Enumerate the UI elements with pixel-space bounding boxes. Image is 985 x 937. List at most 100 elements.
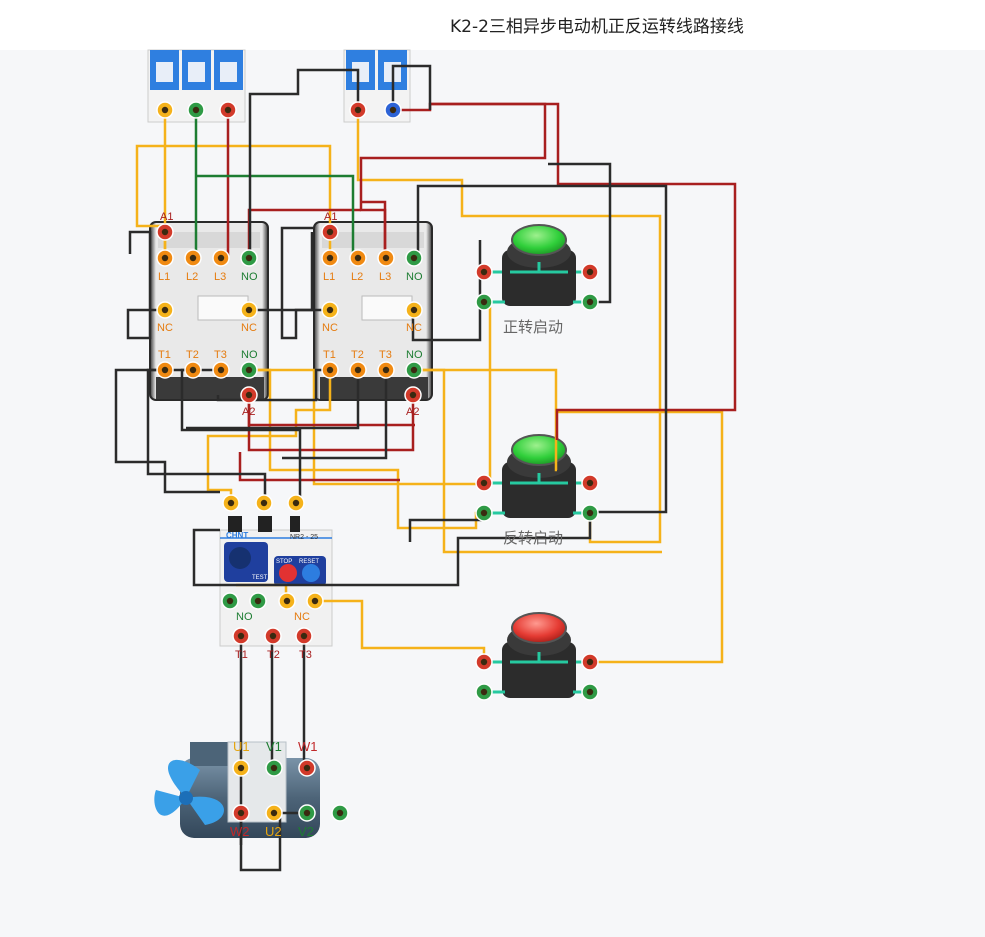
rev-no-right-terminal[interactable] bbox=[581, 474, 599, 492]
breaker-l1-terminal[interactable] bbox=[156, 101, 174, 119]
c1-a2-terminal[interactable] bbox=[240, 386, 258, 404]
relay-stop-label: STOP bbox=[276, 559, 292, 565]
relay-in3-terminal[interactable] bbox=[287, 494, 305, 512]
c1-nc-right-label: NC bbox=[241, 322, 257, 334]
wires-green bbox=[194, 110, 355, 258]
stop-button[interactable] bbox=[502, 612, 576, 698]
c2-nc-left-label: NC bbox=[322, 322, 338, 334]
c2-t2-terminal[interactable] bbox=[349, 361, 367, 379]
c1-t3-label: T3 bbox=[214, 349, 227, 361]
c1-no-top-label: NO bbox=[241, 271, 258, 283]
rev-nc-right-terminal[interactable] bbox=[581, 504, 599, 522]
c1-no-top-terminal[interactable] bbox=[240, 249, 258, 267]
relay-t3-terminal[interactable] bbox=[295, 627, 313, 645]
fwd-nc-left-terminal[interactable] bbox=[475, 293, 493, 311]
control-breaker[interactable] bbox=[343, 49, 411, 123]
c1-t1-terminal[interactable] bbox=[156, 361, 174, 379]
motor-w2-terminal[interactable] bbox=[232, 804, 250, 822]
c2-l1-terminal[interactable] bbox=[321, 249, 339, 267]
relay-t1-terminal[interactable] bbox=[232, 627, 250, 645]
c2-t3-label: T3 bbox=[379, 349, 392, 361]
c2-a1-terminal[interactable] bbox=[321, 223, 339, 241]
control-breaker-out-terminal[interactable] bbox=[384, 101, 402, 119]
relay-in2-terminal[interactable] bbox=[255, 494, 273, 512]
relay-no-label: NO bbox=[236, 611, 253, 623]
terminals bbox=[156, 101, 599, 822]
c1-no-bottom-label: NO bbox=[241, 349, 258, 361]
forward-start-button[interactable] bbox=[502, 224, 576, 306]
relay-reset-label: RESET bbox=[299, 559, 319, 565]
relay-no1-terminal[interactable] bbox=[221, 592, 239, 610]
motor-v1-terminal[interactable] bbox=[265, 759, 283, 777]
c1-a2-label: A2 bbox=[242, 406, 255, 418]
c2-t1-label: T1 bbox=[323, 349, 336, 361]
motor-u2-terminal[interactable] bbox=[265, 804, 283, 822]
motor-w1-label: W1 bbox=[298, 739, 318, 754]
c1-l1-label: L1 bbox=[158, 271, 170, 283]
c2-t1-terminal[interactable] bbox=[321, 361, 339, 379]
c2-a1-label: A1 bbox=[324, 211, 337, 223]
c1-t2-label: T2 bbox=[186, 349, 199, 361]
fwd-nc-right-terminal[interactable] bbox=[581, 293, 599, 311]
breaker-l2-terminal[interactable] bbox=[187, 101, 205, 119]
relay-t1-label: T1 bbox=[235, 649, 248, 661]
c1-a1-label: A1 bbox=[160, 211, 173, 223]
relay-t2-terminal[interactable] bbox=[264, 627, 282, 645]
motor-u1-label: U1 bbox=[233, 739, 250, 754]
stop-nc-left-terminal[interactable] bbox=[475, 683, 493, 701]
c2-no-top-terminal[interactable] bbox=[405, 249, 423, 267]
c2-nc-left-terminal[interactable] bbox=[321, 301, 339, 319]
c1-a1-terminal[interactable] bbox=[156, 223, 174, 241]
stop-no-left-terminal[interactable] bbox=[475, 653, 493, 671]
c1-nc-left-label: NC bbox=[157, 322, 173, 334]
rev-nc-left-terminal[interactable] bbox=[475, 504, 493, 522]
c1-nc-right-terminal[interactable] bbox=[240, 301, 258, 319]
c1-l3-label: L3 bbox=[214, 271, 226, 283]
relay-test-label: TEST bbox=[252, 575, 268, 581]
motor-w1-terminal[interactable] bbox=[298, 759, 316, 777]
c2-l3-terminal[interactable] bbox=[377, 249, 395, 267]
c1-t3-terminal[interactable] bbox=[212, 361, 230, 379]
c2-no-bottom-terminal[interactable] bbox=[405, 361, 423, 379]
labels: A1 L1 L2 L3 NO NC NC T1 T2 T3 NO A2 A1 L… bbox=[157, 211, 563, 839]
motor-u2-label: U2 bbox=[265, 824, 282, 839]
relay-brand-label: CHNT bbox=[226, 531, 248, 540]
c2-l2-terminal[interactable] bbox=[349, 249, 367, 267]
stop-no-right-terminal[interactable] bbox=[581, 653, 599, 671]
relay-in1-terminal[interactable] bbox=[222, 494, 240, 512]
c2-no-bottom-label: NO bbox=[406, 349, 423, 361]
contactor-reverse[interactable] bbox=[313, 221, 433, 401]
c2-t3-terminal[interactable] bbox=[377, 361, 395, 379]
c1-nc-left-terminal[interactable] bbox=[156, 301, 174, 319]
c1-l2-label: L2 bbox=[186, 271, 198, 283]
motor-w2-label: W2 bbox=[230, 824, 250, 839]
thermal-overload-relay[interactable] bbox=[219, 516, 333, 647]
c1-t2-terminal[interactable] bbox=[184, 361, 202, 379]
diagram-title: K2-2三相异步电动机正反运转线路接线 bbox=[450, 17, 744, 37]
c2-nc-right-terminal[interactable] bbox=[405, 301, 423, 319]
c1-no-bottom-terminal[interactable] bbox=[240, 361, 258, 379]
motor-extra-terminal[interactable] bbox=[331, 804, 349, 822]
c2-l2-label: L2 bbox=[351, 271, 363, 283]
fwd-no-right-terminal[interactable] bbox=[581, 263, 599, 281]
c1-t1-label: T1 bbox=[158, 349, 171, 361]
relay-nc2-terminal[interactable] bbox=[306, 592, 324, 610]
motor-v2-terminal[interactable] bbox=[298, 804, 316, 822]
relay-nc1-terminal[interactable] bbox=[278, 592, 296, 610]
c1-l3-terminal[interactable] bbox=[212, 249, 230, 267]
c2-nc-right-label: NC bbox=[406, 322, 422, 334]
c1-l1-terminal[interactable] bbox=[156, 249, 174, 267]
rev-no-left-terminal[interactable] bbox=[475, 474, 493, 492]
stop-nc-right-terminal[interactable] bbox=[581, 683, 599, 701]
relay-nc-label: NC bbox=[294, 611, 310, 623]
motor-u1-terminal[interactable] bbox=[232, 759, 250, 777]
c1-l2-terminal[interactable] bbox=[184, 249, 202, 267]
control-breaker-in-terminal[interactable] bbox=[349, 101, 367, 119]
c2-a2-terminal[interactable] bbox=[404, 386, 422, 404]
c2-l3-label: L3 bbox=[379, 271, 391, 283]
fwd-no-left-terminal[interactable] bbox=[475, 263, 493, 281]
reverse-button-label: 反转启动 bbox=[503, 529, 563, 547]
breaker-l3-terminal[interactable] bbox=[219, 101, 237, 119]
relay-no2-terminal[interactable] bbox=[249, 592, 267, 610]
